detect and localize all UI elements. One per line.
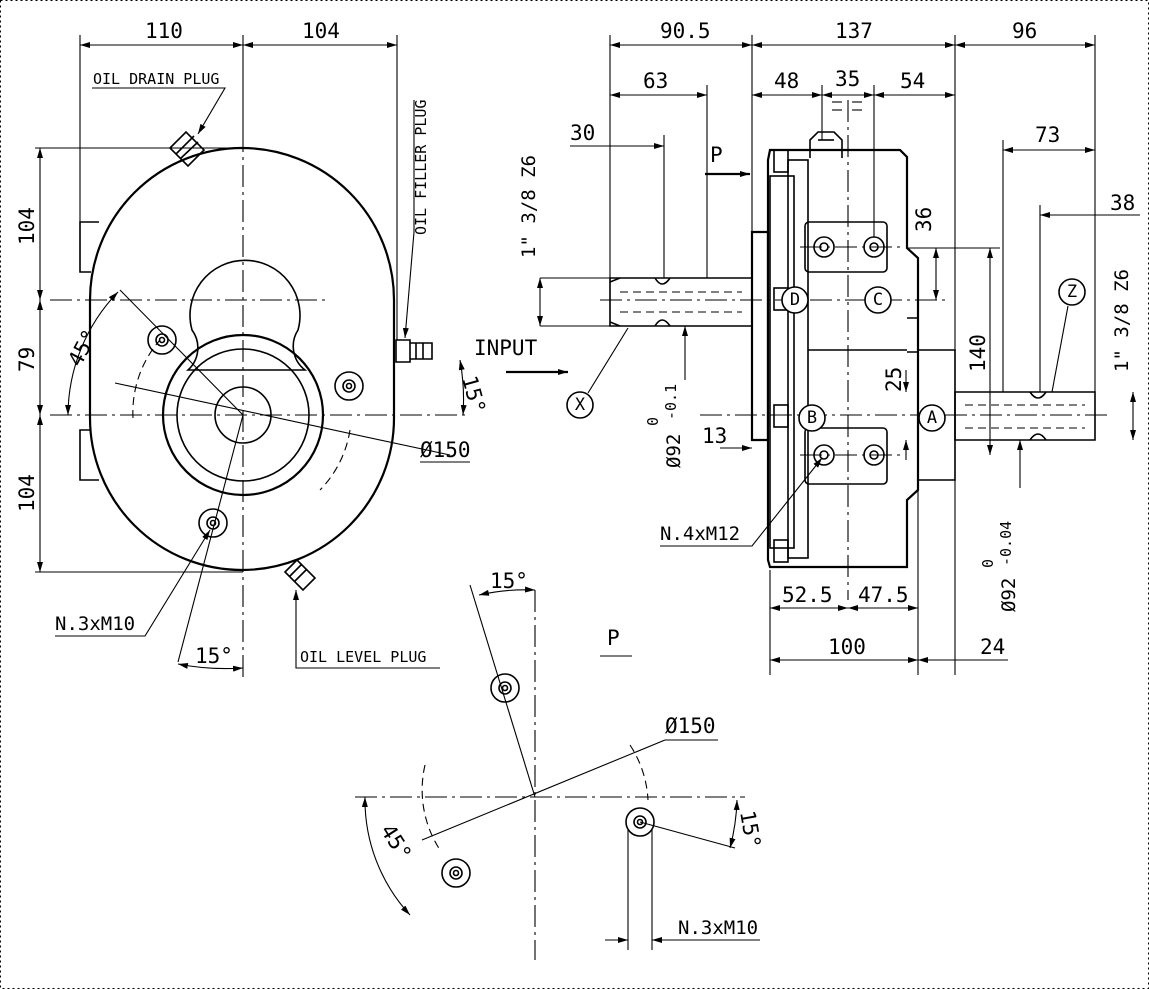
spline-output-label: 1" 3/8 Z6: [1111, 269, 1133, 372]
callout-x: X: [566, 391, 594, 419]
dim-25: 25: [882, 367, 906, 392]
output-dia-base: Ø92: [998, 578, 1020, 612]
dim-104-bottom: 104: [15, 474, 39, 512]
dim-79: 79: [15, 347, 39, 372]
label-side-holes: N.4xM12: [660, 523, 740, 545]
dim-100: 100: [828, 635, 866, 659]
label-oil-drain-plug: OIL DRAIN PLUG: [93, 70, 219, 88]
dim-13: 13: [702, 424, 727, 448]
dim-140: 140: [966, 334, 990, 372]
front-view: 110 104 104 79 104 45° 15° 15° Ø150 OIL …: [15, 19, 490, 680]
angle-15-detail-top: 15°: [490, 569, 528, 593]
angle-15-front-right: 15°: [457, 373, 490, 416]
angle-45-front: 45°: [63, 326, 102, 371]
callout-d: D: [781, 286, 809, 314]
callout-b: B: [798, 404, 826, 432]
dim-52-5: 52.5: [782, 583, 833, 607]
dim-137: 137: [835, 19, 873, 43]
callout-a: A: [918, 404, 946, 432]
left-lug-top: [79, 221, 99, 273]
oil-level-plug: [283, 558, 317, 592]
angle-15-detail-right: 15°: [735, 809, 765, 851]
detail-bolt-1: [490, 673, 520, 703]
svg-text:X: X: [575, 395, 586, 415]
output-dia-tol-lower: -0.04: [997, 521, 1015, 566]
input-flange: [750, 230, 770, 442]
svg-text:D: D: [790, 290, 800, 310]
spline-input-label: 1" 3/8 Z6: [518, 155, 540, 258]
label-front-holes: N.3xM10: [55, 613, 135, 635]
svg-text:B: B: [807, 408, 817, 428]
left-lug-bottom: [79, 429, 99, 481]
dim-96: 96: [1012, 19, 1037, 43]
dim-30: 30: [570, 121, 595, 145]
svg-text:C: C: [873, 290, 883, 310]
dim-63: 63: [643, 69, 668, 93]
view-p-arrow-label: P: [710, 143, 723, 167]
dim-35: 35: [835, 67, 860, 91]
input-dia-tol-lower: -0.1: [662, 384, 680, 420]
bolt-circle-detail: Ø150: [665, 714, 716, 738]
dim-54: 54: [900, 69, 925, 93]
label-oil-filler-plug: OIL FILLER PLUG: [412, 100, 430, 235]
bolt-circle-front: Ø150: [420, 438, 471, 462]
housing-outline: [88, 146, 396, 572]
angle-15-front-bottom: 15°: [195, 644, 233, 668]
angle-45-detail: 45°: [376, 820, 416, 865]
bolt-hole-2: [334, 371, 364, 401]
dim-38: 38: [1110, 191, 1135, 215]
dim-110: 110: [145, 19, 183, 43]
output-shaft: [954, 391, 1096, 441]
oil-filler-plug: [395, 339, 433, 363]
dim-47-5: 47.5: [858, 583, 909, 607]
side-view: 90.5 137 96 63 48 35 54 30 73 38 36 140 …: [474, 19, 1140, 675]
dim-24: 24: [980, 635, 1005, 659]
detail-bolt-2: [625, 807, 655, 837]
keyhole-recess: [185, 259, 308, 371]
side-body: [766, 148, 920, 569]
detail-p: P N.3xM10 15° 15° 45° Ø150: [355, 569, 765, 960]
bolt-hole-1: [147, 325, 177, 355]
svg-text:Z: Z: [1067, 282, 1077, 302]
output-dia-tol-upper: 0: [979, 559, 997, 568]
input-dia-tol-upper: 0: [644, 417, 662, 426]
detail-bolt-3: [441, 858, 471, 888]
svg-text:A: A: [927, 408, 937, 428]
input-dia-base: Ø92: [663, 434, 685, 468]
label-oil-level-plug: OIL LEVEL PLUG: [300, 648, 426, 666]
input-shaft: [609, 277, 753, 327]
dim-73: 73: [1035, 123, 1060, 147]
bolt-hole-3: [198, 508, 228, 538]
input-label: INPUT: [474, 336, 538, 360]
callout-z: Z: [1058, 278, 1086, 306]
dim-48: 48: [774, 69, 799, 93]
dim-36: 36: [912, 207, 936, 232]
dim-104-top: 104: [302, 19, 340, 43]
detail-p-title: P: [607, 626, 620, 650]
label-detail-holes: N.3xM10: [678, 917, 758, 939]
oil-drain-plug: [168, 130, 206, 168]
dim-104-left: 104: [15, 207, 39, 245]
callout-c: C: [864, 286, 892, 314]
dim-90-5: 90.5: [660, 19, 711, 43]
